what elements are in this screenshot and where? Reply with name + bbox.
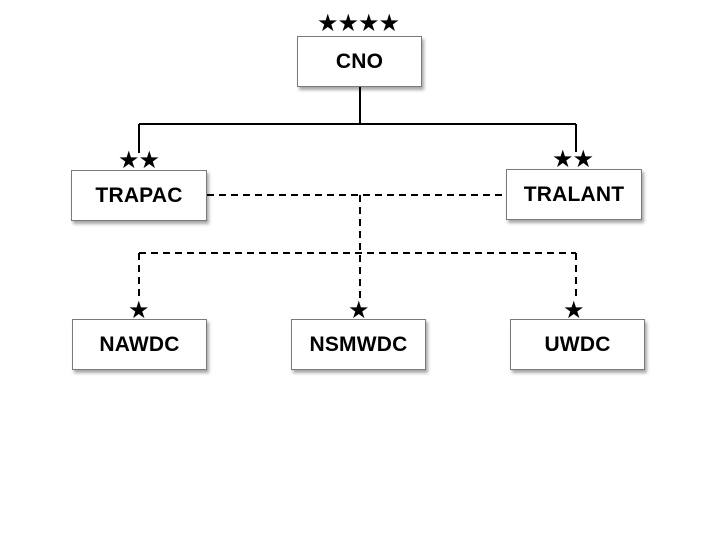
rank-stars-nsmwdc: ★ [348,296,369,324]
node-label-trapac: TRAPAC [95,183,183,207]
rank-stars-tralant: ★★ [552,145,594,173]
node-tralant: TRALANT [506,169,642,220]
node-label-cno: CNO [335,49,384,73]
rank-stars-trapac: ★★ [118,146,160,174]
rank-stars-nawdc: ★ [128,296,149,324]
node-label-uwdc: UWDC [544,332,611,356]
node-label-nawdc: NAWDC [99,332,180,356]
node-nsmwdc: NSMWDC [291,319,426,370]
node-cno: CNO [297,36,422,87]
node-trapac: TRAPAC [71,170,207,221]
rank-stars-uwdc: ★ [563,296,584,324]
node-label-nsmwdc: NSMWDC [309,332,408,356]
node-nawdc: NAWDC [72,319,207,370]
node-label-tralant: TRALANT [523,182,625,206]
rank-stars-cno: ★★★★ [317,9,400,37]
node-uwdc: UWDC [510,319,645,370]
